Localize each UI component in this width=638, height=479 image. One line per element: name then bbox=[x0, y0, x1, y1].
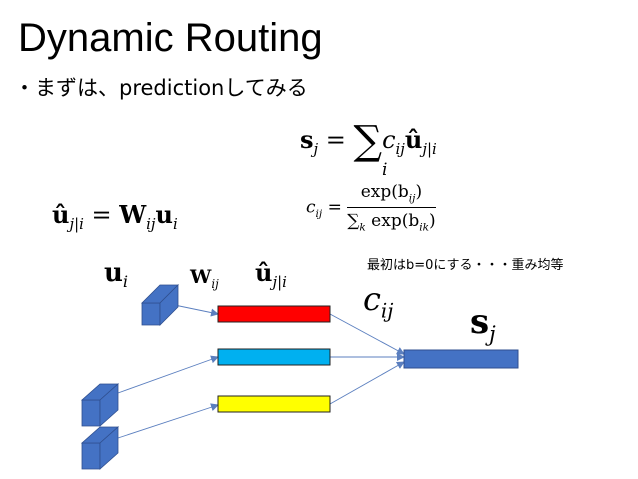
equation-u: ûj|i = Wijui bbox=[52, 200, 178, 233]
eq-c-lhs-sub: ij bbox=[315, 207, 323, 220]
eq-s-lhs-sub: j bbox=[313, 139, 319, 158]
eq-c-fraction: exp(bij) ∑k exp(bik) bbox=[347, 182, 436, 234]
label-uhat: ûj|i bbox=[255, 258, 287, 291]
label-s-text: s bbox=[470, 302, 490, 342]
label-c-text: c bbox=[363, 280, 381, 318]
input-cube-1 bbox=[141, 284, 179, 326]
input-cube-2 bbox=[80, 383, 120, 427]
eq-c-den-sum: ∑ bbox=[347, 211, 360, 232]
label-u-sub: i bbox=[122, 272, 129, 292]
prediction-bar-red bbox=[217, 305, 331, 323]
equation-c: cij = exp(bij) ∑k exp(bik) bbox=[306, 182, 436, 234]
eq-u-lhs-sub: j|i bbox=[69, 214, 84, 233]
eq-u-u-sub: i bbox=[173, 214, 178, 233]
label-w-sub: ij bbox=[211, 276, 219, 291]
label-s-sub: j bbox=[489, 320, 496, 346]
cube-2-side bbox=[99, 383, 119, 427]
eq-c-denominator: ∑k exp(bik) bbox=[347, 208, 435, 233]
arrow-yellow-to-s bbox=[329, 361, 405, 405]
slide-title: Dynamic Routing bbox=[18, 16, 323, 60]
eq-s-equals: = bbox=[318, 126, 354, 154]
eq-c-den-close: ) bbox=[428, 211, 436, 232]
label-u: ui bbox=[104, 258, 128, 291]
input-cube-3 bbox=[80, 426, 120, 470]
cube-3-side bbox=[99, 426, 119, 470]
eq-c-lhs: c bbox=[306, 197, 316, 218]
eq-s-u: û bbox=[404, 125, 423, 154]
label-c: cij bbox=[363, 280, 393, 322]
eq-c-den-sub: ik bbox=[419, 221, 429, 234]
eq-c-num-text: exp(b bbox=[360, 182, 409, 202]
eq-u-lhs: û bbox=[52, 200, 70, 229]
arrow-red-to-s bbox=[329, 313, 405, 355]
label-uhat-text: û bbox=[255, 258, 273, 287]
label-uhat-sub: j|i bbox=[272, 272, 287, 291]
eq-u-w-sub: ij bbox=[146, 214, 156, 233]
cube-2-front bbox=[81, 399, 101, 427]
eq-c-den-sum-sub: k bbox=[359, 221, 366, 234]
label-w: Wij bbox=[190, 266, 219, 291]
equation-s: sj = ∑cijûj|i i bbox=[300, 118, 437, 180]
eq-s-lhs: s bbox=[300, 125, 314, 154]
eq-u-equals: = bbox=[83, 201, 120, 229]
cube-1-side bbox=[159, 284, 179, 326]
eq-c-num-sub: ij bbox=[408, 192, 416, 205]
eq-s-sum: ∑ bbox=[353, 118, 383, 164]
eq-s-c-sub: ij bbox=[395, 139, 405, 158]
eq-c-num-close: ) bbox=[415, 182, 423, 202]
output-bar-s bbox=[403, 349, 519, 369]
eq-s-c: c bbox=[382, 126, 396, 154]
cube-1-front bbox=[141, 302, 161, 326]
eq-u-w: W bbox=[119, 200, 147, 229]
eq-c-den-text: exp(b bbox=[365, 211, 420, 232]
prediction-bar-blue bbox=[217, 348, 331, 366]
initial-b-note: 最初はb=0にする・・・重み均等 bbox=[367, 258, 564, 273]
eq-s-u-sub: j|i bbox=[422, 139, 437, 158]
arrow-u3-to-yellow bbox=[117, 403, 219, 439]
cube-3-front bbox=[81, 442, 101, 470]
eq-c-numerator: exp(bij) bbox=[347, 182, 436, 209]
arrow-u2-to-blue bbox=[117, 355, 219, 394]
eq-s-sum-index: i bbox=[382, 160, 388, 180]
label-s: sj bbox=[470, 302, 496, 346]
eq-c-equals: = bbox=[322, 197, 348, 218]
bullet-text: ・まずは、predictionしてみる bbox=[14, 76, 308, 100]
prediction-bar-yellow bbox=[217, 395, 331, 413]
label-w-text: W bbox=[190, 266, 212, 288]
eq-u-u: u bbox=[155, 200, 173, 229]
label-c-sub: ij bbox=[380, 299, 394, 323]
label-u-text: u bbox=[104, 258, 123, 288]
